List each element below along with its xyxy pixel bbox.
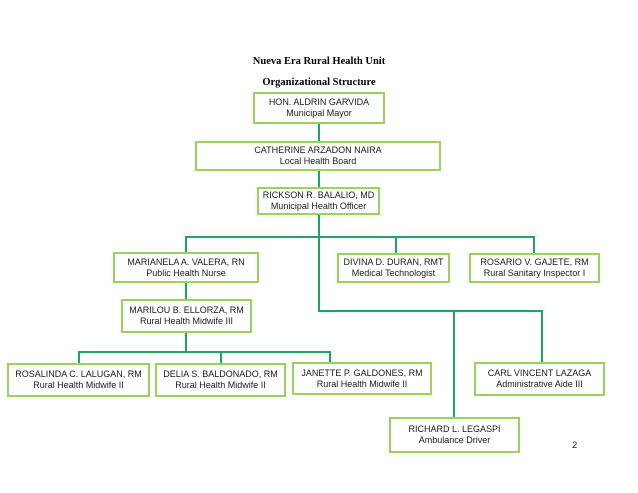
person-name: JANETTE P. GALDONES, RM xyxy=(301,367,423,378)
person-role: Administrative Aide III xyxy=(496,379,583,389)
person-name: RICHARD L. LEGASPI xyxy=(408,424,501,434)
person-role: Public Health Nurse xyxy=(146,267,226,278)
org-node-local-health-board: CATHERINE ARZADON NAIRA Local Health Boa… xyxy=(195,141,441,171)
person-name: DELIA S. BALDONADO, RM xyxy=(163,369,278,379)
person-role: Local Health Board xyxy=(279,156,357,166)
page-title: Nueva Era Rural Health Unit xyxy=(252,56,386,67)
connector-drop-midwife2c xyxy=(329,351,331,362)
connector-drop-driver xyxy=(453,310,455,417)
org-node-administrative-aide: CARL VINCENT LAZAGA Administrative Aide … xyxy=(474,362,605,396)
person-name: MARILOU B. ELLORZA, RM xyxy=(129,305,244,315)
org-node-medical-technologist: DIVINA D. DURAN, RMT Medical Technologis… xyxy=(337,253,450,283)
connector-midwife3-drop xyxy=(185,333,187,353)
person-role: Medical Technologist xyxy=(351,268,436,278)
connector-drop-sanitary xyxy=(533,236,535,253)
person-role: Rural Health Midwife III xyxy=(139,316,234,326)
connector-mho-trunk xyxy=(318,215,320,312)
person-name: ROSARIO V. GAJETE, RM xyxy=(480,257,589,267)
person-role: Rural Health Midwife II xyxy=(316,378,408,389)
org-node-rural-health-midwife-ii-2: DELIA S. BALDONADO, RM Rural Health Midw… xyxy=(155,363,286,397)
person-role: Rural Health Midwife II xyxy=(33,380,124,390)
person-name: RICKSON R. BALALIO, MD xyxy=(262,190,375,200)
person-role: Municipal Mayor xyxy=(286,108,352,118)
connector-drop-midwife2b xyxy=(220,351,222,363)
person-role: Rural Health Midwife II xyxy=(175,380,266,390)
page-number: 2 xyxy=(572,440,578,451)
page-subtitle: Organizational Structure xyxy=(262,77,376,88)
connector-drop-nurse xyxy=(185,236,187,252)
connector-mayor-to-healthboard xyxy=(318,124,320,141)
person-name: ROSALINDA C. LALUGAN, RM xyxy=(15,369,142,379)
connector-drop-medtech xyxy=(395,236,397,253)
org-node-ambulance-driver: RICHARD L. LEGASPI Ambulance Driver xyxy=(389,417,520,453)
connector-midwives-horizontal xyxy=(78,351,330,353)
person-role: Rural Sanitary Inspector I xyxy=(483,268,586,278)
connector-drop-admin-aide xyxy=(541,310,543,362)
org-node-rural-health-midwife-ii-1: ROSALINDA C. LALUGAN, RM Rural Health Mi… xyxy=(7,363,150,397)
person-name: MARIANELA A. VALERA, RN xyxy=(127,256,245,267)
connector-nurse-to-midwife3 xyxy=(185,283,187,299)
org-node-rural-health-midwife-iii: MARILOU B. ELLORZA, RM Rural Health Midw… xyxy=(121,299,252,333)
connector-drop-midwife2a xyxy=(78,351,80,363)
person-name: DIVINA D. DURAN, RMT xyxy=(343,257,444,267)
person-role: Ambulance Driver xyxy=(418,435,491,445)
person-name: CARL VINCENT LAZAGA xyxy=(487,368,592,378)
org-node-rural-health-midwife-ii-3: JANETTE P. GALDONES, RM Rural Health Mid… xyxy=(292,362,432,395)
person-name: CATHERINE ARZADON NAIRA xyxy=(254,145,382,155)
person-role: Municipal Health Officer xyxy=(270,201,367,211)
person-name: HON. ALDRIN GARVIDA xyxy=(268,97,370,107)
org-node-municipal-health-officer: RICKSON R. BALALIO, MD Municipal Health … xyxy=(257,187,380,215)
connector-right-horizontal xyxy=(318,310,543,312)
connector-row3-horizontal xyxy=(185,236,534,238)
org-node-rural-sanitary-inspector: ROSARIO V. GAJETE, RM Rural Sanitary Ins… xyxy=(469,253,600,283)
connector-healthboard-to-mho xyxy=(318,171,320,187)
org-node-public-health-nurse: MARIANELA A. VALERA, RN Public Health Nu… xyxy=(113,252,259,283)
org-node-municipal-mayor: HON. ALDRIN GARVIDA Municipal Mayor xyxy=(253,92,385,124)
